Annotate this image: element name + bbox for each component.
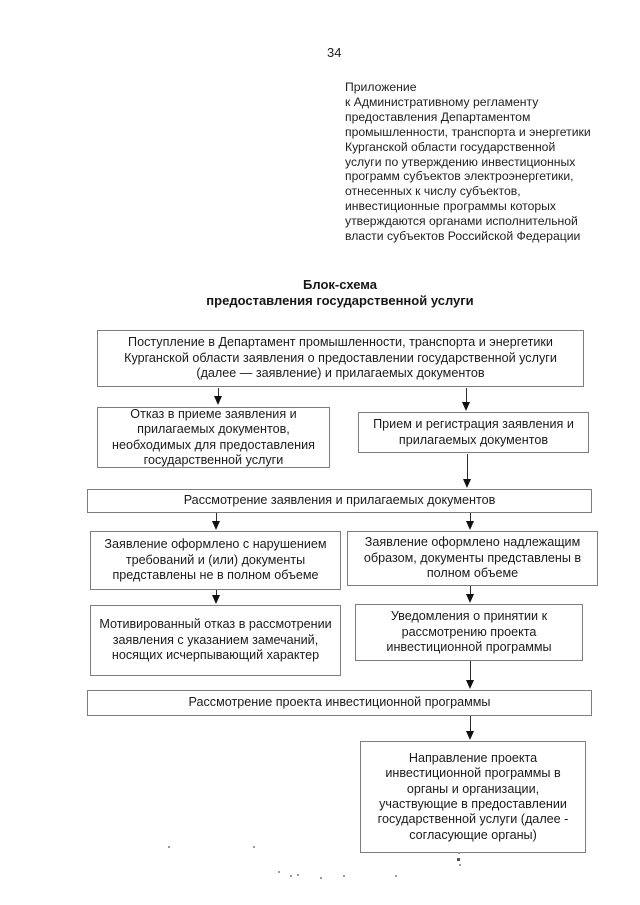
flowchart-title: Блок-схема предоставления государственно… — [206, 277, 474, 308]
flow-box-accept-register: Прием и регистрация заявления и прилагае… — [358, 412, 589, 453]
appendix-reference-text: Приложение к Административному регламент… — [345, 80, 591, 244]
scan-noise-speck — [253, 846, 255, 848]
scan-noise-speck — [278, 871, 280, 873]
flow-box-receipt: Поступление в Департамент промышленности… — [97, 330, 584, 387]
scan-noise-speck — [168, 846, 170, 848]
flow-box-acceptance-notice: Уведомления о принятии к рассмотрению пр… — [355, 604, 583, 661]
flow-box-send-program: Направление проекта инвестиционной прогр… — [360, 741, 586, 853]
scan-noise-speck — [458, 852, 460, 854]
scan-noise-speck — [395, 875, 397, 877]
flow-box-review-application: Рассмотрение заявления и прилагаемых док… — [87, 489, 592, 513]
scan-noise-speck — [343, 875, 345, 877]
scan-noise-speck — [457, 858, 460, 861]
flow-box-improper: Заявление оформлено с нарушением требова… — [90, 531, 341, 590]
flow-box-proper: Заявление оформлено надлежащим образом, … — [347, 531, 598, 586]
scan-noise-speck — [459, 864, 461, 866]
page-number: 34 — [327, 45, 342, 60]
flow-box-refusal-accept: Отказ в приеме заявления и прилагаемых д… — [97, 407, 330, 468]
scan-noise-speck — [290, 875, 292, 877]
flow-box-motivated-refusal: Мотивированный отказ в рассмотрении заяв… — [90, 605, 341, 676]
scan-noise-speck — [297, 874, 299, 876]
scan-noise-speck — [320, 877, 322, 879]
flow-box-review-program: Рассмотрение проекта инвестиционной прог… — [87, 690, 592, 716]
